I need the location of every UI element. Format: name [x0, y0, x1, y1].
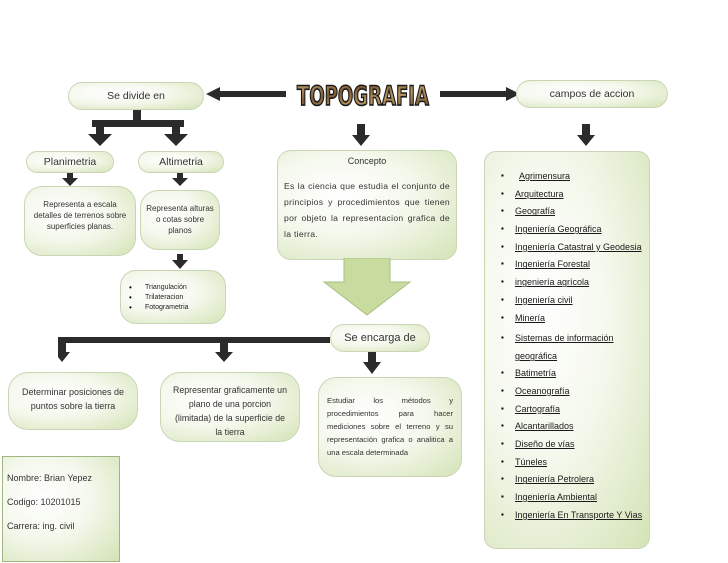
task-box-3: Estudiar los métodos y procedimientos pa… — [318, 377, 462, 477]
concepto-text: Es la ciencia que estudia el conjunto de… — [284, 181, 450, 239]
techniques-list: Triangulación Trilateracion Fotogrametri… — [121, 283, 225, 313]
encarga-connector — [58, 337, 381, 374]
left-arrow — [206, 87, 286, 101]
field-item[interactable]: Geografía — [497, 205, 643, 217]
altimetria-desc: Representa alturas o cotas sobre planos — [146, 204, 214, 235]
student-code: Codigo: 10201015 — [7, 497, 81, 507]
field-item[interactable]: Diseño de vías — [497, 438, 643, 450]
big-down-arrow — [322, 258, 412, 316]
field-item[interactable]: Ingeniería Forestal — [497, 258, 643, 270]
altimetria-desc-box: Representa alturas o cotas sobre planos — [140, 190, 220, 250]
encarga-label: Se encarga de — [344, 332, 416, 344]
student-career: Carrera: ing. civil — [7, 521, 75, 531]
techniques-box: Triangulación Trilateracion Fotogrametri… — [120, 270, 226, 324]
field-item[interactable]: ingeniería agrícola — [497, 276, 643, 288]
task-box-1: Determinar posiciones de puntos sobre la… — [8, 372, 138, 430]
down-arrow-campos — [577, 124, 595, 146]
student-box: Nombre: Brian Yepez Codigo: 10201015 Car… — [2, 456, 120, 562]
campos-label: campos de accion — [549, 88, 635, 100]
down-arrow-techniques — [172, 254, 188, 269]
concepto-title: Concepto — [347, 156, 387, 166]
divide-label: Se divide en — [107, 90, 165, 102]
field-item[interactable]: Ingeniería Petrolera — [497, 473, 643, 485]
fields-box: Agrimensura Arquitectura Geografía Ingen… — [484, 151, 650, 549]
field-item[interactable]: Batimetría — [497, 367, 643, 379]
field-item[interactable]: Oceanografía — [497, 385, 643, 397]
down-arrow-altimetria — [172, 173, 188, 186]
concepto-box: Concepto Es la ciencia que estudia el co… — [277, 150, 457, 260]
field-item[interactable]: Alcantarillados — [497, 420, 643, 432]
field-item[interactable]: Cartografía — [497, 403, 643, 415]
altimetria-title: Altimetria — [159, 156, 203, 168]
field-item[interactable]: Ingeniería Catastral y Geodesia — [497, 241, 643, 253]
planimetria-desc: Representa a escala detalles de terrenos… — [33, 200, 127, 231]
technique-item: Triangulación — [121, 283, 225, 293]
technique-item: Fotogrametria — [121, 303, 225, 313]
planimetria-desc-box: Representa a escala detalles de terrenos… — [24, 186, 136, 256]
field-item[interactable]: Ingeniería civil — [497, 294, 643, 306]
fields-list: Agrimensura Arquitectura Geografía Ingen… — [497, 170, 643, 521]
student-name: Nombre: Brian Yepez — [7, 473, 93, 483]
right-arrow — [440, 87, 520, 101]
branch-arrow — [88, 110, 188, 146]
campos-box: campos de accion — [516, 80, 668, 108]
field-item[interactable]: Ingeniería Ambiental — [497, 491, 643, 503]
divide-box: Se divide en — [68, 82, 204, 110]
task-text: Representar graficamente un plano de una… — [173, 385, 287, 437]
field-item[interactable]: Arquitectura — [497, 188, 643, 200]
field-item[interactable]: Minería — [497, 312, 643, 324]
field-item[interactable]: Túneles — [497, 456, 643, 468]
encarga-box: Se encarga de — [330, 324, 430, 352]
task-text: Estudiar los métodos y procedimientos pa… — [327, 396, 453, 457]
planimetria-title-box: Planimetria — [26, 151, 114, 173]
field-item[interactable]: Sistemas de información geográfica — [497, 329, 643, 365]
title-text: TOPOGRAFIA — [297, 81, 429, 112]
field-item[interactable]: Agrimensura — [497, 170, 643, 182]
field-item[interactable]: Ingeniería Geográfica — [497, 223, 643, 235]
field-item[interactable]: Ingeniería En Transporte Y Vias — [497, 509, 643, 521]
down-arrow-planimetria — [62, 173, 78, 186]
planimetria-title: Planimetria — [43, 156, 97, 168]
task-text: Determinar posiciones de puntos sobre la… — [21, 387, 125, 411]
down-arrow-concepto — [352, 124, 370, 146]
altimetria-title-box: Altimetria — [138, 151, 224, 173]
title-wordart: TOPOGRAFIA — [296, 80, 430, 113]
task-box-2: Representar graficamente un plano de una… — [160, 372, 300, 442]
technique-item: Trilateracion — [121, 293, 225, 303]
